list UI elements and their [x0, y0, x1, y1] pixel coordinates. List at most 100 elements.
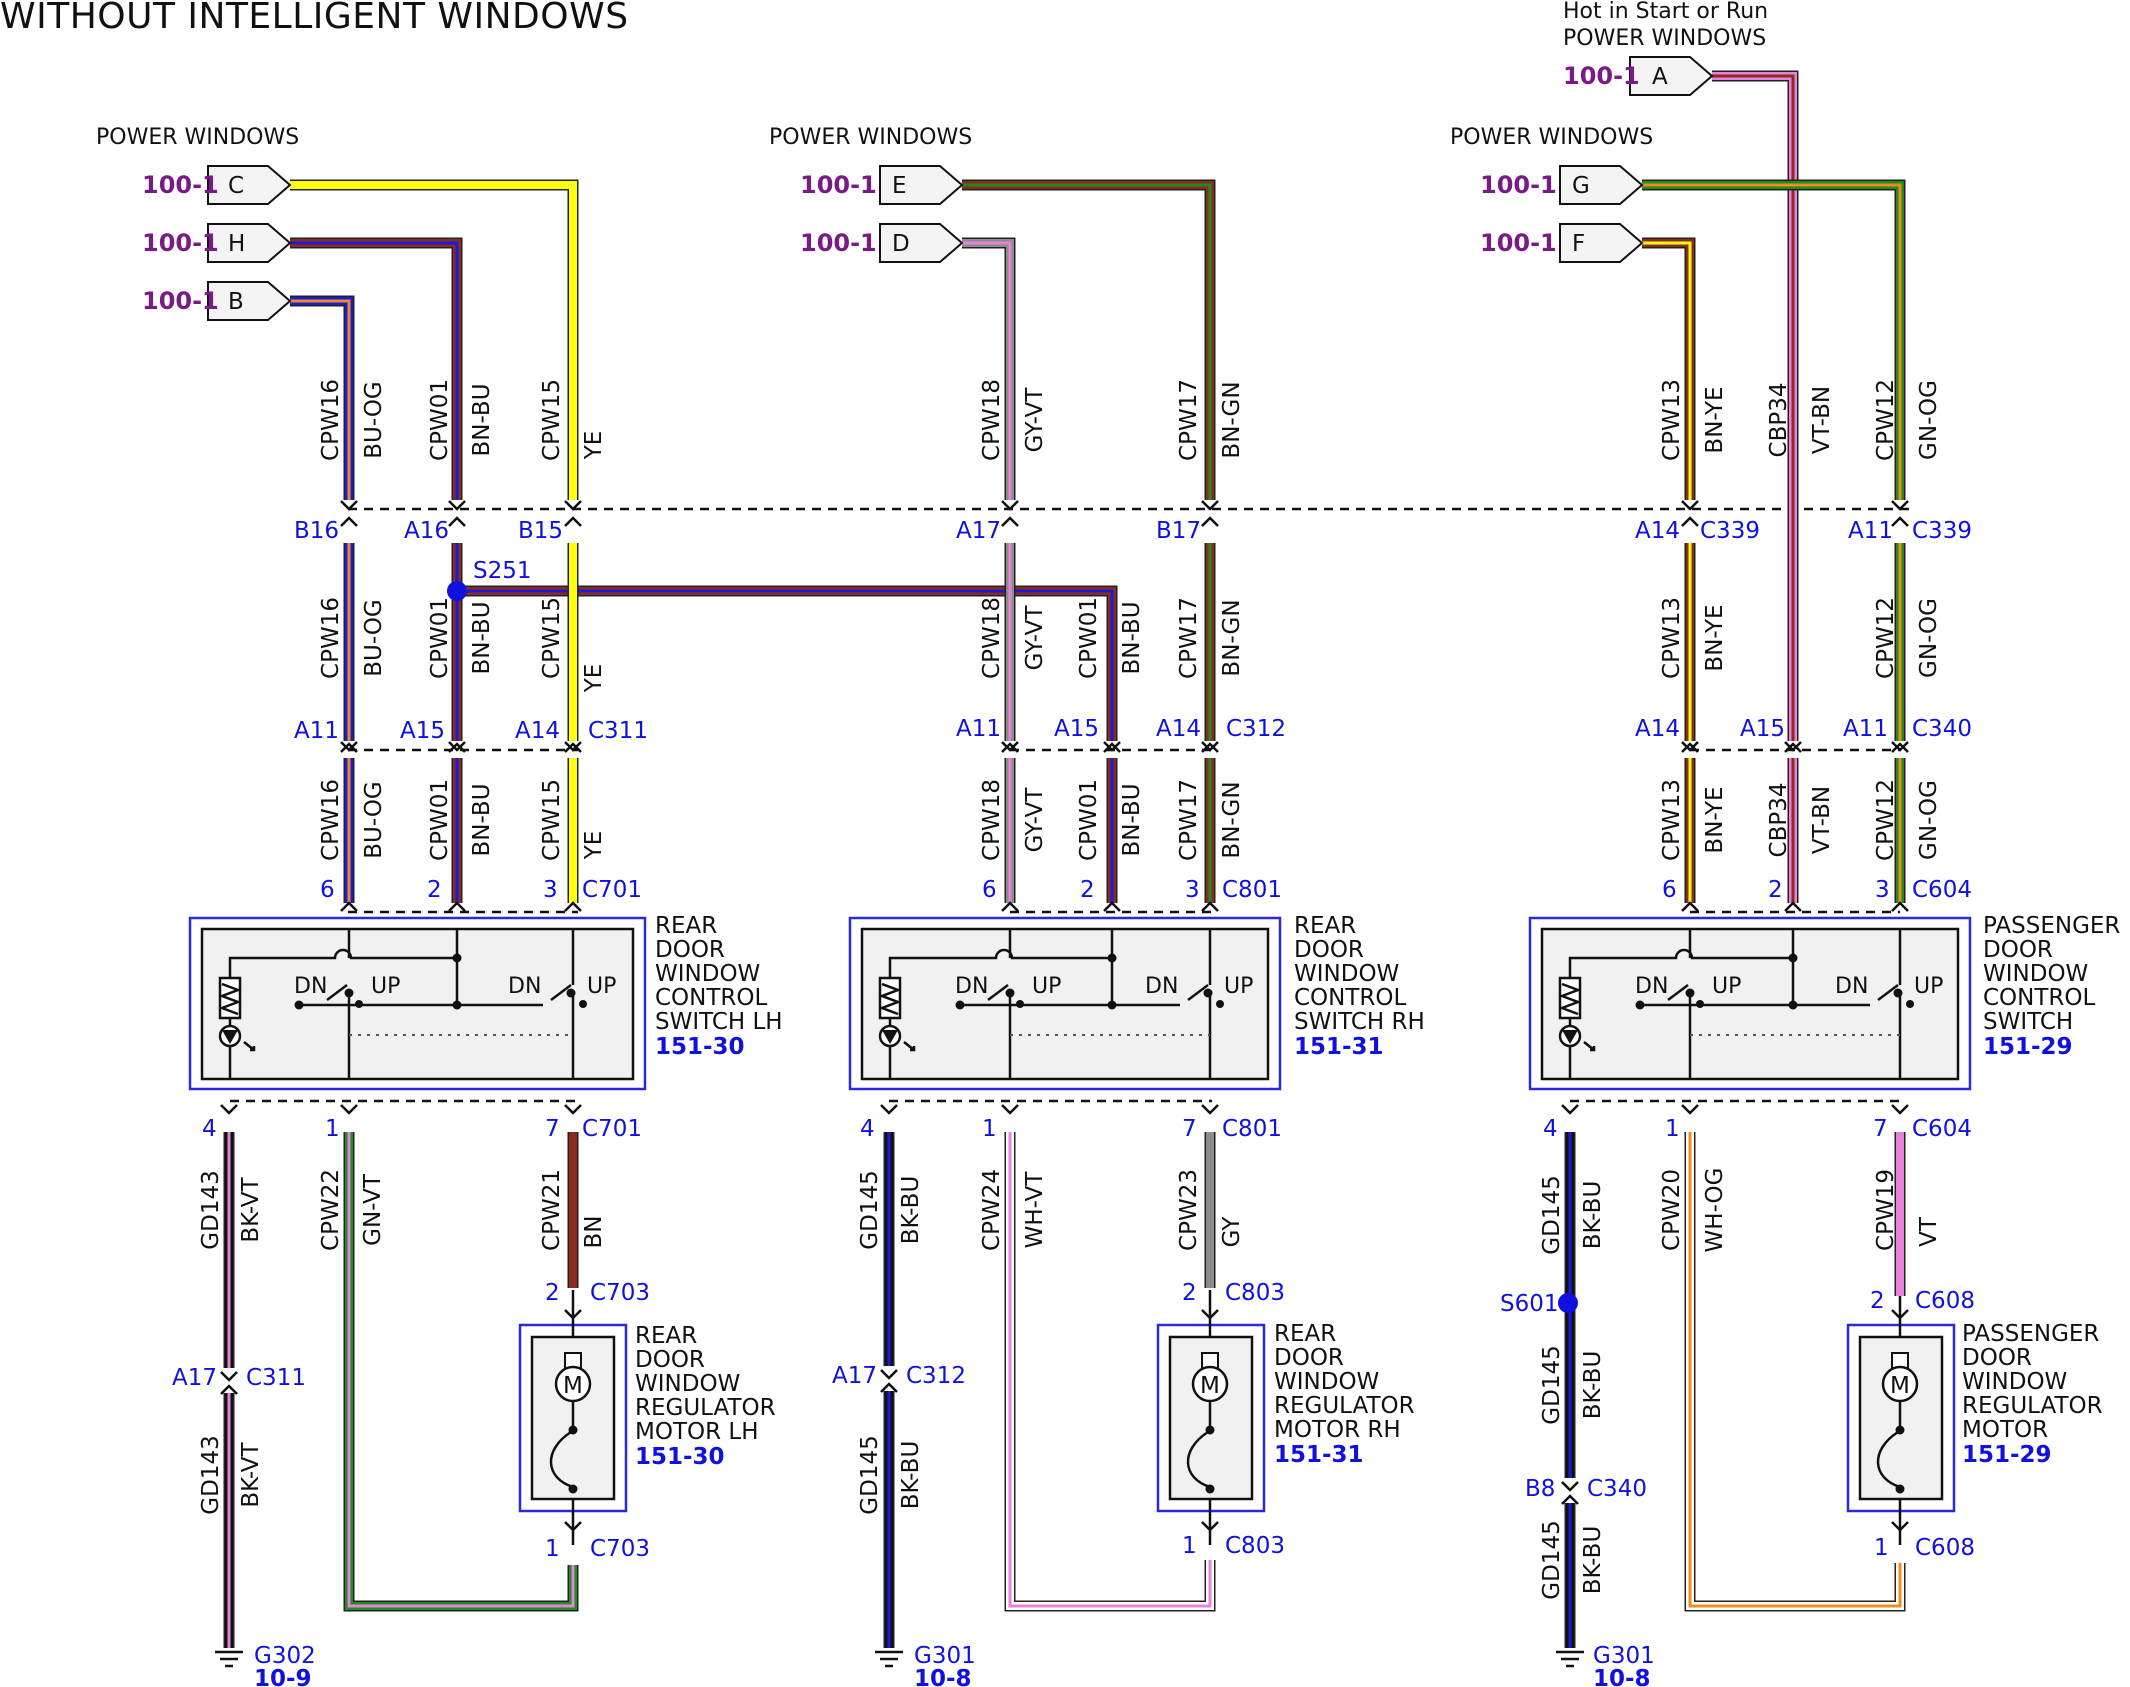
wire-circuit-label: CPW15: [539, 779, 565, 861]
switch-blade: [326, 984, 348, 1001]
switch-lh-internals: [218, 929, 587, 1079]
pin-label: 3: [1185, 877, 1200, 903]
svg-text:CONTROL: CONTROL: [655, 985, 768, 1011]
flag-H[interactable]: H 100-1: [142, 223, 292, 263]
connector-c339[interactable]: C339: [1700, 518, 1760, 544]
flag-F[interactable]: F 100-1: [1480, 223, 1644, 263]
flag-page-ref[interactable]: 100-1: [800, 229, 877, 257]
connector-c340[interactable]: C340: [1587, 1476, 1647, 1502]
header-hot-in-start-or-run: Hot in Start or Run: [1563, 0, 1768, 24]
flag-page-ref[interactable]: 100-1: [142, 229, 219, 257]
connector-c312[interactable]: C312: [1226, 716, 1286, 742]
switch-blade: [1187, 984, 1209, 1001]
pin-marker-up: [1681, 742, 1699, 753]
splice-s601-dot[interactable]: [1558, 1293, 1578, 1313]
component-ref[interactable]: 151-30: [655, 1034, 745, 1060]
connector-c340[interactable]: C340: [1912, 716, 1972, 742]
flag-page-ref[interactable]: 100-1: [142, 171, 219, 199]
component-ref[interactable]: 151-29: [1983, 1034, 2073, 1060]
pin-label: A14: [515, 718, 560, 744]
wire-circuit-label: CPW12: [1873, 597, 1899, 679]
wire-circuit-label: GD145: [1539, 1520, 1565, 1599]
wire-circuit-label: GD145: [857, 1170, 883, 1249]
motor-limit-switch: [549, 1430, 574, 1489]
connector-c801[interactable]: C801: [1222, 1116, 1282, 1142]
ground-g302-page[interactable]: 10-9: [254, 1666, 312, 1687]
flag-D[interactable]: D 100-1: [800, 223, 964, 263]
component-ref[interactable]: 151-29: [1962, 1442, 2052, 1468]
flag-A[interactable]: A 100-1: [1563, 56, 1714, 96]
flag-C[interactable]: C 100-1: [142, 165, 292, 205]
flag-page-ref[interactable]: 100-1: [1563, 62, 1640, 90]
flag-page-ref[interactable]: 100-1: [1480, 229, 1557, 257]
component-motor-passenger-label: PASSENGER DOOR WINDOW REGULATOR MOTOR 15…: [1962, 1321, 2103, 1468]
connector-c701[interactable]: C701: [582, 1116, 642, 1142]
flag-letter: G: [1572, 173, 1590, 199]
connector-c803[interactable]: C803: [1225, 1533, 1285, 1559]
switch-node: [1906, 1000, 1914, 1008]
pin-marker-down: [1891, 500, 1909, 511]
ground-g301-page[interactable]: 10-8: [914, 1666, 972, 1687]
pin-marker-down: [1561, 1481, 1579, 1492]
connector-c703[interactable]: C703: [590, 1280, 650, 1306]
pin-marker-up: [448, 516, 466, 527]
splice-s251-label: S251: [473, 558, 532, 584]
connector-c608[interactable]: C608: [1915, 1535, 1975, 1561]
switch-node: [1696, 1000, 1704, 1008]
svg-text:WINDOW: WINDOW: [635, 1371, 740, 1397]
connector-c311[interactable]: C311: [588, 718, 648, 744]
wire-circuit-label: CBP34: [1766, 783, 1792, 858]
pin-label: 2: [1182, 1280, 1197, 1306]
pin-label: 6: [982, 877, 997, 903]
pin-marker-down: [1891, 741, 1909, 752]
wire-circuit-label: CBP34: [1766, 383, 1792, 458]
flag-E[interactable]: E 100-1: [800, 165, 964, 205]
connector-c701[interactable]: C701: [582, 877, 642, 903]
pin-label: 7: [1182, 1116, 1197, 1142]
pin-marker-down: [340, 741, 358, 752]
pin-label: A14: [1156, 716, 1201, 742]
pin-label: A15: [1054, 716, 1099, 742]
switch-node: [1216, 1000, 1224, 1008]
flag-B[interactable]: B 100-1: [142, 281, 292, 321]
wire-color-label: BK-BU: [1580, 1526, 1606, 1595]
pin-marker-down: [1201, 1104, 1219, 1115]
pin-marker-up: [1891, 516, 1909, 527]
pin-label: A16: [404, 518, 449, 544]
led-icon: [1562, 1030, 1578, 1044]
switch-node: [1107, 953, 1117, 963]
svg-text:WINDOW: WINDOW: [1274, 1369, 1379, 1395]
connector-c803[interactable]: C803: [1225, 1280, 1285, 1306]
wire-color-label: BK-VT: [238, 1176, 264, 1242]
component-ref[interactable]: 151-31: [1274, 1442, 1364, 1468]
connector-c604[interactable]: C604: [1912, 1116, 1972, 1142]
component-ref[interactable]: 151-30: [635, 1444, 725, 1470]
ground-g301-page[interactable]: 10-8: [1593, 1666, 1651, 1687]
ground-g301-label: G301: [1593, 1643, 1655, 1669]
flag-page-ref[interactable]: 100-1: [800, 171, 877, 199]
wire-circuit-label: CPW19: [1873, 1169, 1899, 1251]
flag-page-ref[interactable]: 100-1: [142, 287, 219, 315]
component-ref[interactable]: 151-31: [1294, 1034, 1384, 1060]
pin-label: A11: [1848, 518, 1893, 544]
pin-marker-up: [220, 1384, 238, 1395]
connector-c339[interactable]: C339: [1912, 518, 1972, 544]
connector-c608[interactable]: C608: [1915, 1288, 1975, 1314]
svg-text:REAR: REAR: [635, 1323, 697, 1349]
connector-c312[interactable]: C312: [906, 1363, 966, 1389]
connector-c801[interactable]: C801: [1222, 877, 1282, 903]
flag-page-ref[interactable]: 100-1: [1480, 171, 1557, 199]
flag-G[interactable]: G 100-1: [1480, 165, 1644, 205]
connector-c703[interactable]: C703: [590, 1536, 650, 1562]
motor-symbol: M: [1890, 1373, 1910, 1399]
svg-text:SWITCH: SWITCH: [1983, 1009, 2073, 1035]
pin-marker-down: [1201, 1521, 1219, 1532]
splice-s251-dot[interactable]: [447, 581, 467, 601]
wire-color-label: YE: [581, 664, 607, 694]
pin-label: A17: [172, 1365, 217, 1391]
connector-c311[interactable]: C311: [246, 1365, 306, 1391]
wire-color-label: YE: [581, 431, 607, 461]
switch-passenger-label-up: UP: [1712, 974, 1741, 999]
pin-marker-up: [1001, 516, 1019, 527]
connector-c604[interactable]: C604: [1912, 877, 1972, 903]
